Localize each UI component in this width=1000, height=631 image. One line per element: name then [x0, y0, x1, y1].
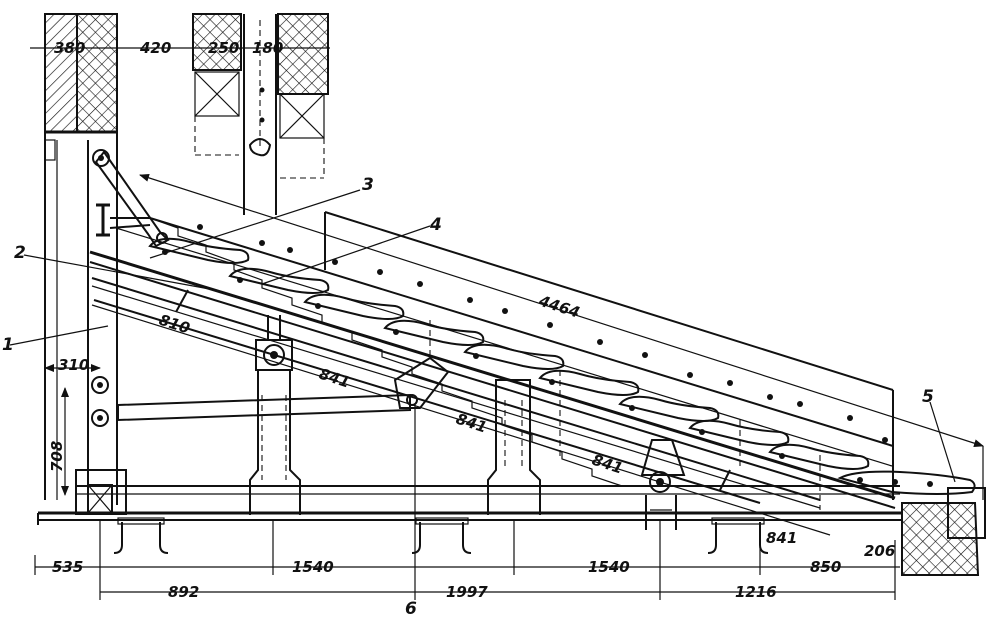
dimension-lines [30, 42, 984, 600]
dim-bottom-1540-a: 1540 [292, 558, 334, 576]
callout-4: 4 [429, 215, 442, 235]
dim-top-380: 380 [54, 39, 85, 57]
dim-left-708: 708 [48, 441, 66, 472]
dim-bottom-1216: 1216 [735, 583, 777, 601]
dim-bottom-850: 850 [810, 558, 841, 576]
callout-3: 3 [362, 175, 374, 195]
callout-1: 1 [2, 335, 14, 355]
dim-slope-841-a: 841 [317, 365, 352, 392]
dim-bottom-892: 892 [168, 583, 199, 601]
dim-slope-841-c: 841 [590, 451, 625, 478]
dim-bottom-206: 206 [864, 542, 895, 560]
dim-top-250: 250 [208, 39, 239, 57]
dim-slope-841-b: 841 [454, 410, 489, 437]
wall-left [44, 13, 118, 134]
callout-2: 2 [14, 243, 26, 263]
callout-5: 5 [922, 387, 934, 407]
dimension-labels: 380 420 250 180 4464 810 841 841 841 841… [48, 39, 895, 601]
dim-top-420: 420 [139, 39, 171, 57]
dim-slope-4464: 4464 [536, 291, 582, 321]
dim-top-180: 180 [252, 39, 283, 57]
callout-6: 6 [405, 599, 417, 619]
dim-left-310: 310 [58, 356, 89, 374]
dim-bottom-1997: 1997 [446, 583, 488, 601]
dim-bottom-535: 535 [52, 558, 83, 576]
dim-slope-841-d: 841 [766, 529, 797, 547]
dim-bottom-1540-b: 1540 [588, 558, 630, 576]
callout-leaders [9, 189, 956, 483]
wall-right [901, 487, 986, 576]
callout-labels: 1 2 3 4 5 6 [2, 175, 934, 619]
conveyor-body [89, 211, 976, 510]
